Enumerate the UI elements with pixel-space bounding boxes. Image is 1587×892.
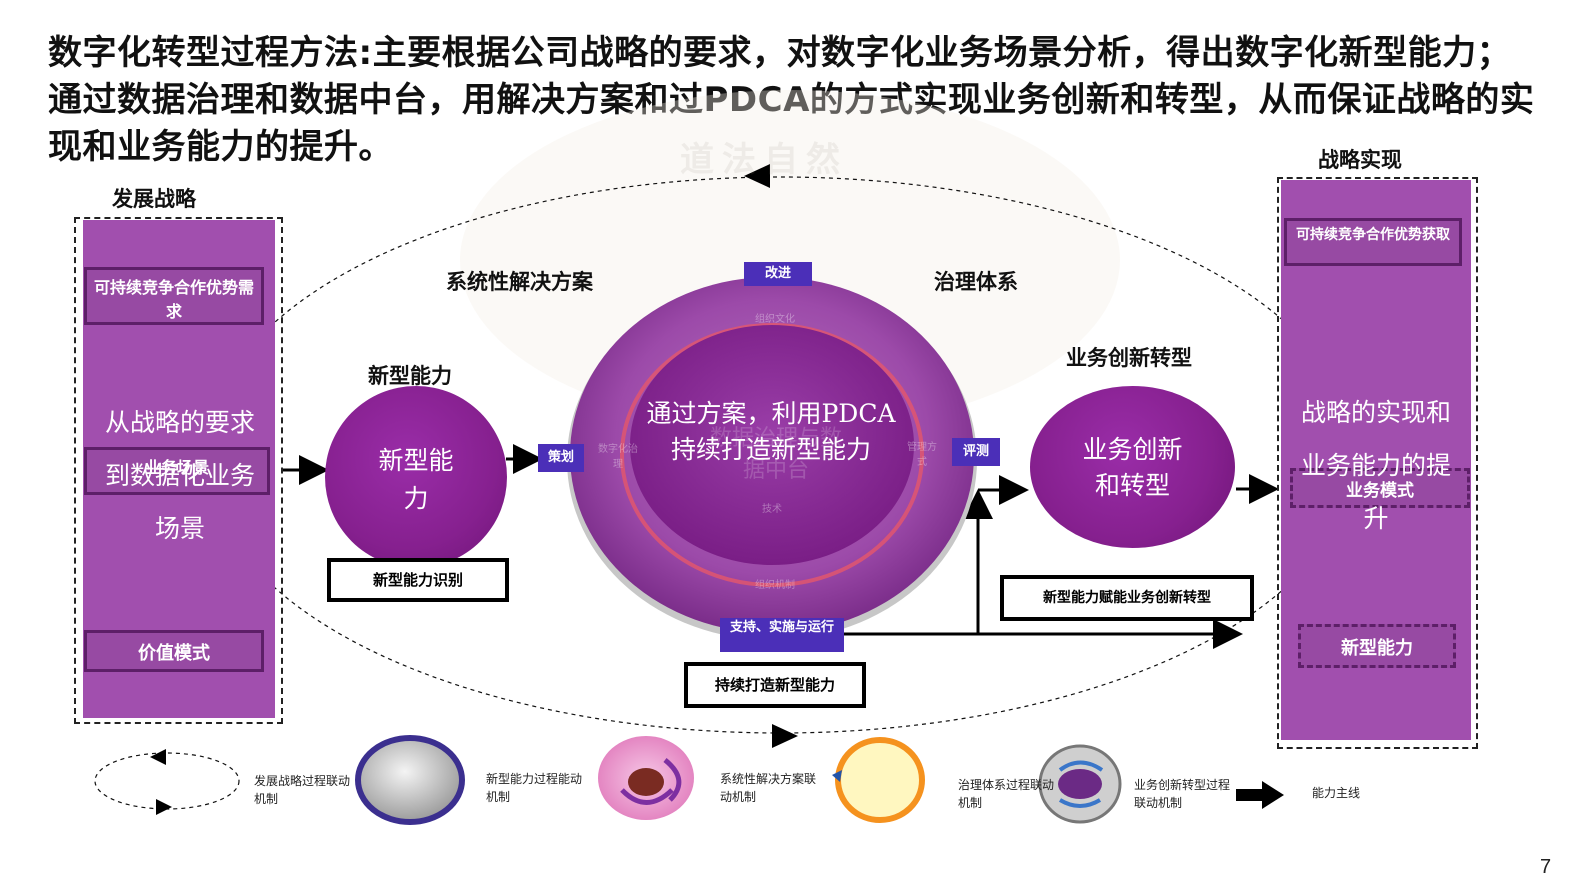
innovation-header: 业务创新转型 <box>1066 345 1192 370</box>
new-capability-header: 新型能力 <box>368 363 452 388</box>
solution-label: 系统性解决方案 <box>446 269 593 294</box>
legend-label-governance: 治理体系过程联动机制 <box>958 778 1055 810</box>
legend-label-strategy: 发展战略过程联动机制 <box>254 774 351 806</box>
innovation-caption: 新型能力赋能业务创新转型 <box>1000 575 1254 621</box>
solution-caption: 持续打造新型能力 <box>684 662 866 708</box>
page-number: 7 <box>1540 856 1552 878</box>
faint-top: 组织文化 <box>755 314 795 325</box>
orange-ring-icon <box>835 737 925 823</box>
right-column <box>1281 180 1471 740</box>
black-arrow-icon <box>1236 781 1284 809</box>
new-capability-circle: 新型能力 <box>325 386 507 568</box>
new-capability-caption: 新型能力识别 <box>327 558 509 602</box>
tag-plan: 策划 <box>538 444 584 472</box>
gray-ring-icon <box>355 735 465 825</box>
cycle-arrow-top <box>744 164 770 188</box>
page-title: 数字化转型过程方法:主要根据公司战略的要求，对数字化业务场景分析，得出数字化新型… <box>48 33 1535 167</box>
left-header: 发展战略 <box>112 186 196 211</box>
solution-inner-circle <box>630 325 914 565</box>
left-mid-box: 业务场景 <box>84 447 270 495</box>
innovation-circle: 业务创新和转型 <box>1030 386 1235 548</box>
right-top-box: 可持续竞争合作优势获取 <box>1284 218 1462 266</box>
cycle-arrow-bottom <box>772 724 798 748</box>
faint-right: 管理方式 <box>907 442 937 468</box>
legend-label-capability: 新型能力过程能动机制 <box>486 772 583 804</box>
legend-label-innovation: 业务创新转型过程联动机制 <box>1134 778 1231 810</box>
faint-left: 数字化治理 <box>598 444 638 470</box>
left-top-box: 可持续竞争合作优势需求 <box>84 267 264 325</box>
left-column <box>83 220 275 718</box>
solution-inner-text: 通过方案，利用PDCA持续打造新型能力 <box>646 399 896 464</box>
watermark: 道法自然 <box>680 140 848 180</box>
right-column-frame <box>1277 177 1478 749</box>
legend-label-mainline: 能力主线 <box>1312 786 1361 800</box>
left-bottom-box: 价值模式 <box>84 630 264 672</box>
legend-label-solution: 系统性解决方案联动机制 <box>720 772 817 804</box>
tag-improve: 改进 <box>744 262 812 286</box>
tag-support: 支持、实施与运行 <box>720 618 844 652</box>
faint-center: 数据治理与数据中台 <box>709 426 842 483</box>
right-mid-box: 业务模式 <box>1290 468 1470 508</box>
tag-check: 评测 <box>952 438 1000 466</box>
right-header: 战略实现 <box>1318 147 1402 172</box>
dashed-cycle-icon <box>94 752 240 810</box>
right-big-text: 战略的实现和业务能力的提升 <box>1300 398 1451 533</box>
right-bottom-box: 新型能力 <box>1298 624 1456 668</box>
faint-bottom: 组织机制 <box>755 580 795 591</box>
left-big-text: 从战略的要求到数据化业务场景 <box>104 408 255 543</box>
left-column-frame <box>74 217 283 724</box>
governance-label: 治理体系 <box>934 269 1018 294</box>
faint-tech: 技术 <box>762 504 782 515</box>
